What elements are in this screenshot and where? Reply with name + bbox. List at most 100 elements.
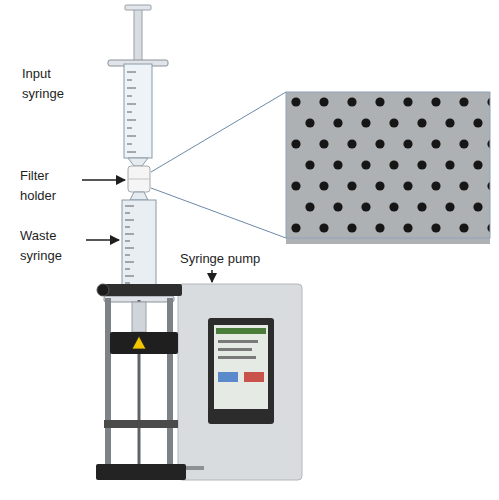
- leader-arrow: [82, 179, 125, 181]
- graduation-mark: [127, 144, 132, 145]
- pore: [333, 202, 342, 211]
- graduation-marks: [127, 72, 136, 152]
- pore: [431, 97, 440, 106]
- pore: [389, 202, 398, 211]
- pump-logo: [186, 466, 204, 470]
- graduation-mark: [127, 96, 132, 97]
- pore: [291, 223, 300, 232]
- pore: [459, 223, 468, 232]
- pore: [473, 118, 482, 127]
- pump-housing: [178, 284, 302, 480]
- micrograph-ground: [286, 92, 490, 244]
- pore: [431, 223, 440, 232]
- micrograph-frame: [286, 92, 490, 238]
- pore: [347, 181, 356, 190]
- pore: [389, 160, 398, 169]
- graduation-mark: [127, 136, 136, 137]
- leader-arrow: [211, 270, 213, 282]
- clamp-knob: [97, 284, 109, 296]
- graduation-mark: [127, 80, 132, 81]
- pore: [431, 181, 440, 190]
- pore: [473, 202, 482, 211]
- syringe-tip: [130, 192, 148, 200]
- plunger-rod: [132, 302, 146, 332]
- pore: [305, 202, 314, 211]
- pore: [459, 139, 468, 148]
- pore: [347, 139, 356, 148]
- graduation-mark: [127, 120, 136, 121]
- pore: [403, 181, 412, 190]
- pore: [361, 118, 370, 127]
- graduation-mark: [125, 255, 130, 256]
- pore: [333, 160, 342, 169]
- pore: [305, 118, 314, 127]
- graduation-marks: [125, 206, 134, 290]
- graduation-mark: [127, 72, 136, 73]
- pore: [417, 202, 426, 211]
- graduation-mark: [125, 283, 130, 284]
- part-label: Syringe pump: [180, 249, 310, 269]
- part-label: Filter holder: [20, 166, 80, 206]
- graduation-mark: [125, 213, 130, 214]
- graduation-mark: [125, 206, 134, 207]
- pore: [361, 202, 370, 211]
- graduation-mark: [125, 241, 130, 242]
- screen-line: [218, 340, 258, 343]
- pore: [445, 202, 454, 211]
- cross-bar: [104, 420, 178, 428]
- pore: [417, 118, 426, 127]
- part-label: Input syringe: [22, 64, 84, 104]
- filter-micrograph: [286, 92, 490, 244]
- guide-rod: [105, 298, 111, 466]
- graduation-mark: [127, 104, 136, 105]
- syringe-barrel: [124, 64, 152, 158]
- filter-holder: [128, 166, 150, 192]
- pore: [375, 181, 384, 190]
- leader-arrow: [86, 239, 119, 241]
- warning-sign: [132, 336, 146, 349]
- graduation-mark: [127, 128, 132, 129]
- pore: [375, 97, 384, 106]
- graduation-mark: [125, 269, 130, 270]
- pore: [319, 97, 328, 106]
- screen-button: [218, 372, 238, 382]
- plunger-thumb: [125, 5, 151, 10]
- zoom-line: [151, 188, 286, 238]
- pore: [445, 118, 454, 127]
- screen-bezel: [208, 318, 274, 424]
- pore: [473, 160, 482, 169]
- pore: [291, 139, 300, 148]
- syringe-tip: [128, 158, 148, 166]
- pore: [403, 139, 412, 148]
- graduation-mark: [125, 227, 130, 228]
- pore: [305, 160, 314, 169]
- pore: [319, 139, 328, 148]
- pore: [319, 181, 328, 190]
- syringe-barrel: [122, 200, 156, 298]
- pore: [389, 118, 398, 127]
- screen-bar: [216, 328, 266, 334]
- pore: [333, 118, 342, 127]
- touch-screen: [214, 325, 268, 409]
- pore: [403, 97, 412, 106]
- pore: [347, 97, 356, 106]
- pore: [445, 160, 454, 169]
- graduation-mark: [127, 152, 136, 153]
- screen-line: [218, 348, 252, 351]
- screen-line: [218, 356, 256, 359]
- pore: [291, 97, 300, 106]
- graduation-mark: [127, 88, 136, 89]
- pore: [459, 97, 468, 106]
- pore: [417, 160, 426, 169]
- graduation-mark: [125, 262, 134, 263]
- pore: [375, 223, 384, 232]
- syringe-clamp: [100, 284, 182, 296]
- guide-rod: [167, 298, 173, 466]
- graduation-mark: [125, 220, 134, 221]
- pore: [347, 223, 356, 232]
- graduation-mark: [127, 112, 132, 113]
- part-label: Waste syringe: [20, 226, 84, 266]
- screen-button: [244, 372, 264, 382]
